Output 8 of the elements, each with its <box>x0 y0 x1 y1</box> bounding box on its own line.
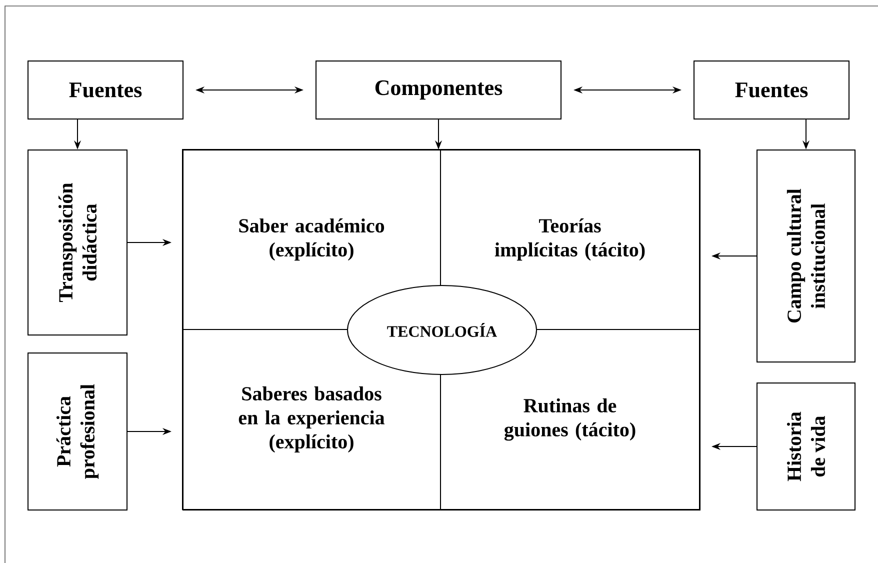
grid-box <box>182 150 700 510</box>
source-box: Campo cultural institucional <box>756 150 856 362</box>
source-box: Fuentes <box>28 60 184 120</box>
source-box: Historia de vida <box>756 382 856 510</box>
source-box: Práctica profesional <box>28 352 128 510</box>
component-box: Componentes <box>316 60 562 120</box>
source-box: Fuentes <box>694 60 850 120</box>
source-box: Transposición didáctica <box>28 150 128 336</box>
